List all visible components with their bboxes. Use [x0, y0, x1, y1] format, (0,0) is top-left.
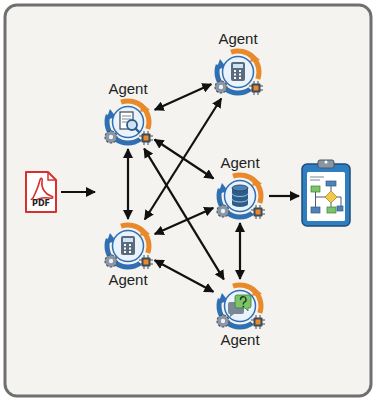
input-arrow — [61, 191, 95, 193]
icon-part — [217, 175, 265, 219]
icon-part — [337, 206, 343, 211]
connector-arrow — [155, 84, 212, 110]
connector-arrow — [144, 149, 224, 280]
icon-part — [136, 129, 140, 133]
icon-part — [123, 238, 133, 242]
agent-node: Agent — [216, 172, 264, 220]
icon-part — [316, 192, 327, 197]
agent-icon — [105, 225, 153, 269]
icon-part — [232, 185, 248, 191]
agent-label: Agent — [218, 30, 257, 47]
agent-icon — [105, 101, 153, 145]
connector-arrow — [155, 208, 214, 234]
icon-part — [315, 197, 316, 207]
icon-part — [31, 178, 53, 202]
icon-part — [105, 101, 153, 145]
icon-part — [105, 225, 153, 269]
agent-icon — [217, 175, 265, 219]
agent-icon — [217, 285, 265, 329]
connector-arrow — [239, 223, 241, 279]
connector-arrow — [145, 99, 221, 220]
agent-node: Agent — [104, 98, 152, 146]
file-type-label: PDF — [26, 199, 56, 208]
icon-part — [318, 160, 334, 168]
icon-part — [48, 172, 56, 180]
workflow-tablet — [302, 160, 350, 226]
icon-part — [235, 295, 251, 311]
icon-part — [310, 177, 324, 180]
icon-part — [232, 194, 248, 203]
connector-arrow — [155, 260, 214, 291]
icon-part — [307, 172, 345, 221]
icon-part — [233, 64, 243, 68]
agent-icon — [215, 51, 263, 95]
icon-part — [234, 71, 241, 78]
agent-label: Agent — [220, 154, 259, 171]
pdf-document: PDF — [26, 172, 56, 212]
agent-node: Agent — [104, 222, 152, 270]
icon-part — [327, 207, 336, 213]
icon-part — [231, 62, 245, 81]
icon-part — [325, 161, 328, 164]
agent-node: Agent — [216, 282, 264, 330]
connector-arrow — [127, 149, 129, 219]
icon-part — [240, 297, 246, 304]
icon-part — [217, 285, 265, 329]
frame — [5, 5, 371, 396]
icon-part — [124, 245, 131, 252]
agent-label: Agent — [108, 271, 147, 288]
icon-part — [311, 207, 320, 213]
icon-part — [215, 51, 263, 95]
icon-part — [311, 186, 320, 192]
output-arrow — [269, 195, 299, 197]
agent-label: Agent — [220, 331, 259, 348]
icon-part — [302, 164, 350, 226]
icon-part — [242, 306, 244, 308]
icon-part — [121, 236, 135, 255]
icon-part — [326, 181, 336, 186]
agent-node: Agent — [214, 48, 262, 96]
icon-part — [325, 191, 337, 203]
icon-part — [331, 186, 341, 207]
icon-part — [26, 172, 56, 212]
pdf-icon — [26, 172, 56, 212]
agent-label: Agent — [108, 80, 147, 97]
